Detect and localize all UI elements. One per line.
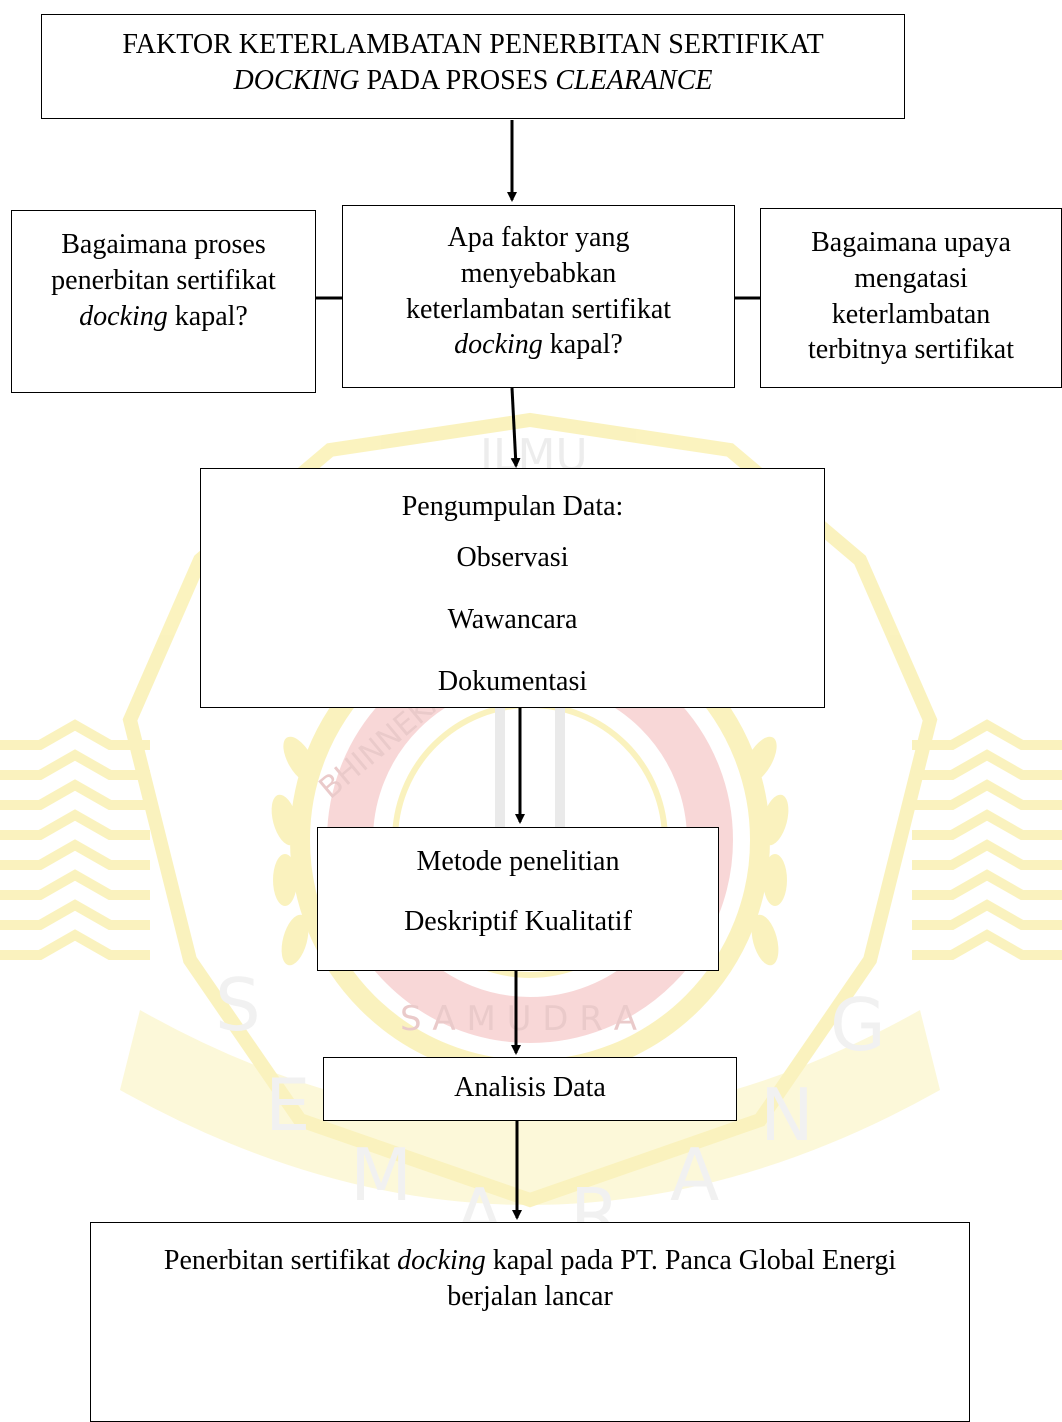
title-line-1: FAKTOR KETERLAMBATAN PENERBITAN SERTIFIK… (122, 29, 824, 60)
collection-item: Observasi (456, 542, 569, 573)
svg-text:S A M U D R A: S A M U D R A (400, 999, 637, 1039)
wm-letter: A (670, 1133, 719, 1217)
collection-item: Dokumentasi (437, 666, 588, 697)
method-value: Deskriptif Kualitatif (404, 906, 632, 937)
arrow-question-to-collection (510, 387, 521, 468)
wm-letter: E (265, 1063, 311, 1147)
method-box: Metode penelitian Deskriptif Kualitatif (317, 827, 719, 971)
wm-letter: N (760, 1073, 814, 1157)
collection-title: Pengumpulan Data: (401, 491, 624, 522)
question-center-box: Apa faktor yang menyebabkan keterlambata… (342, 205, 735, 388)
right-wave-stripes (912, 719, 1062, 960)
wm-letter: G (830, 983, 886, 1067)
analysis-label: Analisis Data (454, 1072, 606, 1103)
title-line-2: DOCKING PADA PROSES CLEARANCE (233, 64, 713, 96)
analysis-box: Analisis Data (323, 1057, 737, 1121)
data-collection-box: Pengumpulan Data: Observasi Wawancara Do… (200, 468, 825, 708)
question-left-box: Bagaimana proses penerbitan sertifikat d… (11, 210, 316, 393)
title-box: FAKTOR KETERLAMBATAN PENERBITAN SERTIFIK… (41, 14, 905, 119)
result-line-1: Penerbitan sertifikat docking kapal pada… (163, 1245, 897, 1276)
left-wave-stripes (0, 719, 150, 960)
question-right-box: Bagaimana upaya mengatasi keterlambatan … (760, 208, 1062, 388)
wm-letter: M (350, 1133, 412, 1217)
wm-letter: S (215, 963, 261, 1047)
result-line-2: berjalan lancar (447, 1280, 613, 1312)
star-outline (122, 412, 938, 1208)
collection-item: Wawancara (447, 604, 578, 635)
result-box: Penerbitan sertifikat docking kapal pada… (90, 1222, 970, 1422)
method-title: Metode penelitian (416, 846, 620, 877)
